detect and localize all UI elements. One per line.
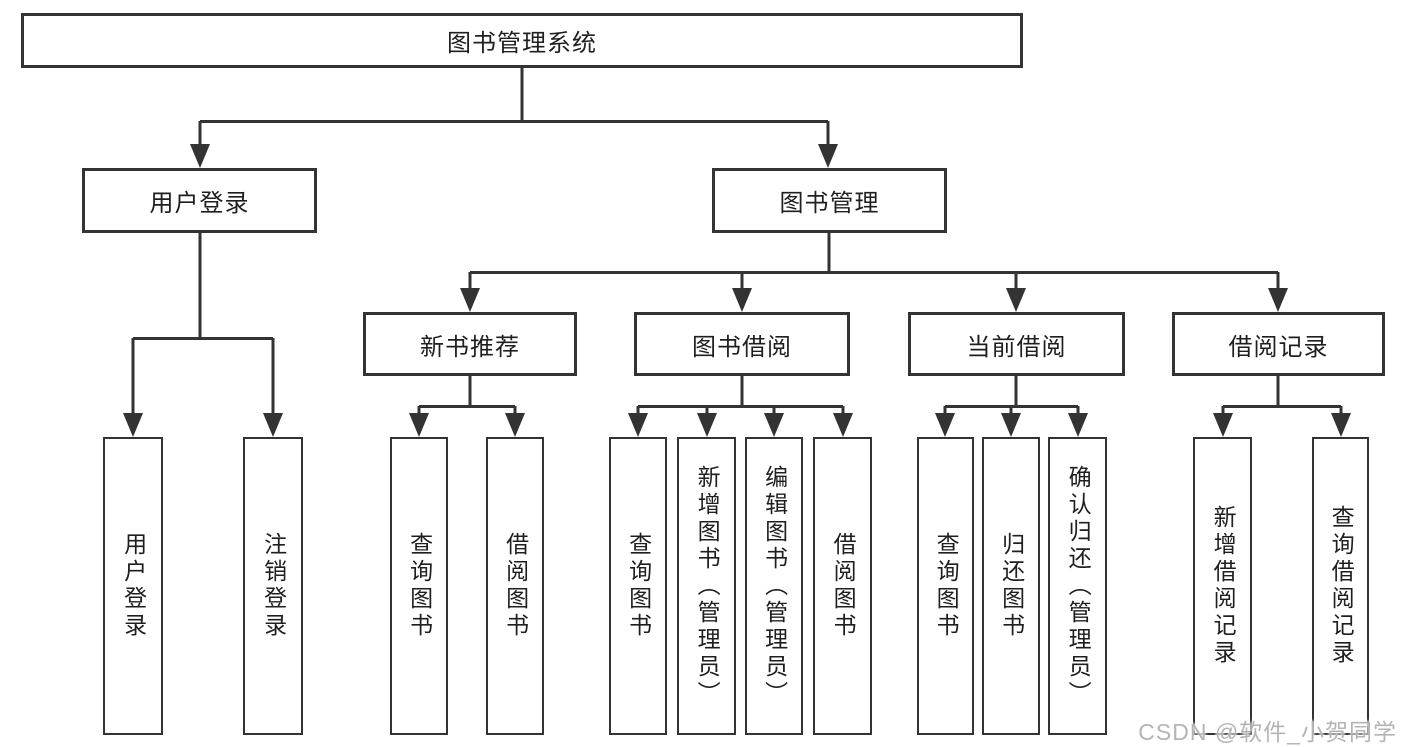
arrow-down-icon bbox=[263, 413, 283, 437]
arrow-down-icon bbox=[1331, 413, 1351, 437]
arrow-down-icon bbox=[409, 413, 429, 437]
csdn-watermark: CSDN @软件_小贺同学 bbox=[1138, 719, 1397, 745]
connector-current-borrowing bbox=[943, 376, 1080, 415]
node-library-management-system: 图书管理系统 bbox=[21, 13, 1023, 68]
connector-book-management bbox=[468, 233, 1280, 290]
node-label: 新书推荐 bbox=[420, 333, 520, 361]
leaf-query-borrow-record: 查询借阅记录 bbox=[1312, 437, 1369, 735]
node-label: 查询图书 bbox=[625, 532, 652, 640]
leaf-borrow-books-borrowing: 借阅图书 bbox=[813, 437, 872, 735]
leaf-edit-book-admin: 编辑图书（管理员） bbox=[745, 437, 803, 735]
leaf-add-borrow-record: 新增借阅记录 bbox=[1193, 437, 1252, 735]
node-borrowing-records: 借阅记录 bbox=[1172, 312, 1385, 376]
arrow-down-icon bbox=[1268, 288, 1288, 312]
node-new-book-recommendation: 新书推荐 bbox=[363, 312, 577, 376]
node-user-login: 用户登录 bbox=[82, 168, 317, 233]
node-label: 查询借阅记录 bbox=[1328, 505, 1355, 667]
node-label: 图书管理系统 bbox=[447, 30, 597, 57]
arrow-down-icon bbox=[764, 413, 784, 437]
node-label: 查询图书 bbox=[406, 532, 433, 640]
arrow-down-icon bbox=[505, 413, 525, 437]
arrow-down-icon bbox=[123, 413, 143, 437]
node-label: 注销登录 bbox=[260, 532, 287, 640]
arrow-down-icon bbox=[460, 288, 480, 312]
leaf-return-book: 归还图书 bbox=[982, 437, 1040, 735]
arrow-down-icon bbox=[1213, 413, 1233, 437]
node-label: 用户登录 bbox=[120, 532, 147, 640]
node-label: 用户登录 bbox=[149, 190, 250, 217]
leaf-logout: 注销登录 bbox=[243, 437, 303, 735]
connector-new-book-recommendation bbox=[417, 376, 517, 415]
leaf-add-book-admin: 新增图书（管理员） bbox=[677, 437, 736, 735]
node-book-borrowing: 图书借阅 bbox=[634, 312, 850, 376]
connector-user-login bbox=[131, 233, 275, 415]
arrow-down-icon bbox=[1006, 288, 1026, 312]
leaf-user-login: 用户登录 bbox=[103, 437, 163, 735]
arrow-down-icon bbox=[1068, 413, 1088, 437]
arrow-down-icon bbox=[190, 144, 210, 168]
node-label: 图书管理 bbox=[779, 190, 880, 217]
node-label: 当前借阅 bbox=[966, 333, 1067, 361]
node-label: 归还图书 bbox=[998, 532, 1025, 640]
arrow-down-icon bbox=[935, 413, 955, 437]
node-label: 图书借阅 bbox=[692, 333, 792, 361]
leaf-confirm-return-admin: 确认归还（管理员） bbox=[1048, 437, 1107, 735]
arrow-down-icon bbox=[628, 413, 648, 437]
node-label: 借阅图书 bbox=[830, 532, 857, 640]
leaf-query-books-current: 查询图书 bbox=[917, 437, 974, 735]
arrow-down-icon bbox=[1001, 413, 1021, 437]
leaf-borrow-books-recommend: 借阅图书 bbox=[486, 437, 544, 735]
node-label: 查询图书 bbox=[933, 532, 960, 640]
connector-root bbox=[198, 68, 830, 146]
arrow-down-icon bbox=[697, 413, 717, 437]
node-label: 借阅图书 bbox=[502, 532, 529, 640]
node-label: 新增借阅记录 bbox=[1210, 505, 1237, 667]
node-book-management: 图书管理 bbox=[712, 168, 947, 233]
node-current-borrowing: 当前借阅 bbox=[908, 312, 1125, 376]
node-label: 编辑图书（管理员） bbox=[761, 464, 788, 708]
arrow-down-icon bbox=[833, 413, 853, 437]
connector-borrowing-records bbox=[1221, 376, 1343, 415]
leaf-query-books-recommend: 查询图书 bbox=[390, 437, 448, 735]
arrow-down-icon bbox=[732, 288, 752, 312]
arrow-down-icon bbox=[818, 144, 838, 168]
leaf-query-books-borrowing: 查询图书 bbox=[609, 437, 667, 735]
node-label: 借阅记录 bbox=[1228, 333, 1329, 361]
node-label: 确认归还（管理员） bbox=[1065, 464, 1092, 708]
node-label: 新增图书（管理员） bbox=[694, 464, 721, 708]
connector-book-borrowing bbox=[636, 376, 845, 415]
